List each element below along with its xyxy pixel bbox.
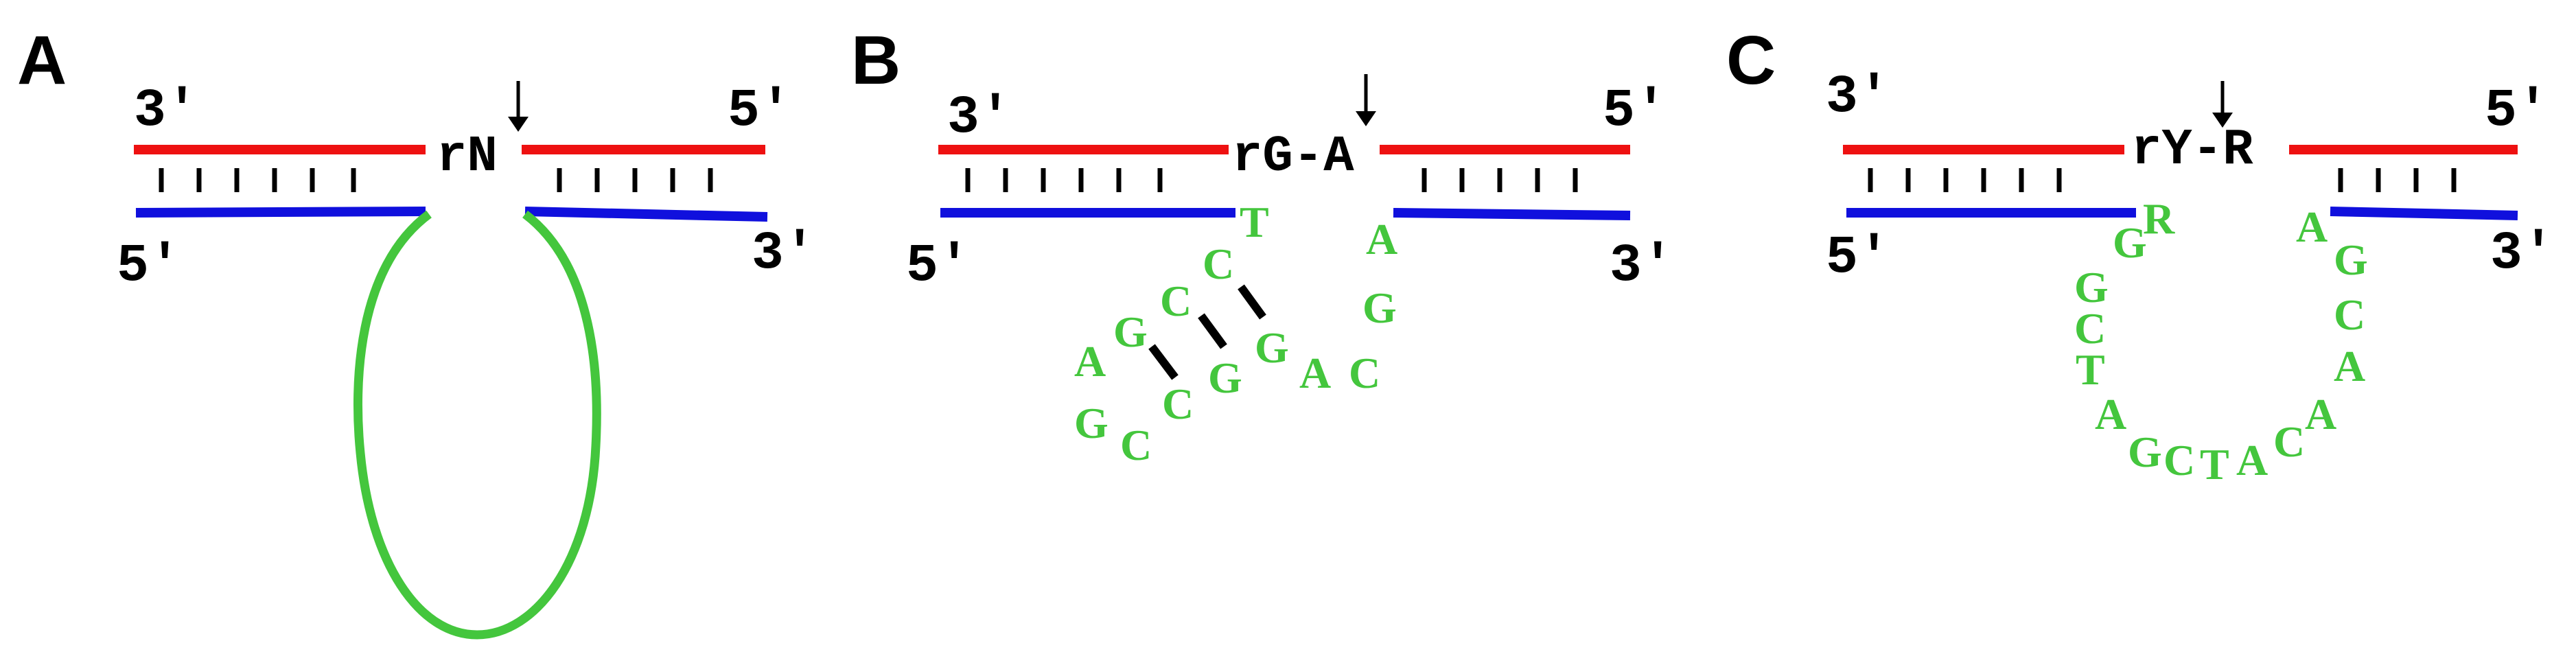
panel-c-top-right-end: 5' [2485, 81, 2549, 141]
panel-a-base-pairs-left [159, 168, 356, 192]
panel-b-top-right-end: 5' [1603, 81, 1667, 141]
panel-c: C 3' 5' 5' 3' rY-R R G [1726, 22, 2555, 489]
panel-b-internal-pairs [1148, 284, 1266, 380]
panel-b-base-pairs-left [965, 168, 1163, 192]
panel-b-loop-nt: G [1362, 283, 1397, 332]
panel-c-loop-nt: A [2334, 342, 2365, 390]
panel-a-bottom-right-end: 3' [752, 224, 816, 284]
panel-a-catalytic-loop [353, 210, 601, 640]
panel-a-enzyme-arm-left [135, 207, 426, 218]
panel-c-loop-nt: A [2296, 202, 2328, 251]
panel-c-loop-nt: T [2076, 345, 2105, 394]
panel-b-label: B [851, 22, 901, 99]
panel-b-bottom-right-end: 3' [1610, 236, 1674, 296]
panel-c-loop-nt: C [2273, 417, 2305, 466]
panel-b-loop-nt: A [1366, 215, 1397, 264]
panel-b-loop-nt: G [1208, 353, 1242, 402]
panel-b-loop-nt: C [1120, 421, 1152, 469]
panel-c-loop-nt: C [2334, 290, 2365, 339]
panel-c-loop-nt: C [2163, 436, 2195, 485]
panel-c-bottom-right-end: 3' [2490, 224, 2555, 284]
panel-c-loop-nt: G [2113, 218, 2147, 267]
panel-b-cleavage-site: rG-A [1232, 128, 1354, 186]
panel-a-top-right-end: 5' [728, 81, 792, 141]
panel-b-loop-nt: A [1299, 349, 1331, 397]
panel-c-catalytic-loop: R G G C T A G C T A C A A C G A [2074, 194, 2368, 489]
panel-b-loop-nt: C [1203, 240, 1234, 288]
panel-c-cleavage-site: rY-R [2131, 121, 2253, 179]
panel-a-cleavage-site: rN [437, 128, 498, 186]
panel-a-cleavage-arrow-icon [508, 81, 529, 132]
panel-b-catalytic-loop: T C C G A G C C G G A C G A [1074, 198, 1397, 469]
panel-b-loop-nt: G [1113, 307, 1148, 356]
panel-c-label: C [1726, 22, 1776, 99]
panel-b-top-left-end: 3' [947, 88, 1012, 148]
panel-a-label: A [17, 22, 67, 99]
panel-c-loop-nt: A [2236, 436, 2268, 485]
panel-b-loop-nt: C [1349, 349, 1380, 397]
panel-c-loop-nt: A [2095, 390, 2126, 439]
panel-a: A 3' 5' 5' 3' rN [17, 22, 816, 640]
panel-c-loop-nt: G [2334, 235, 2368, 284]
panel-c-base-pairs-right [2338, 168, 2457, 192]
panel-b-bottom-left-end: 5' [906, 236, 971, 296]
panel-b-base-pairs-right [1422, 168, 1578, 192]
panel-c-top-left-end: 3' [1826, 67, 1890, 128]
panel-b-cleavage-arrow-icon [1356, 74, 1376, 126]
panel-c-bottom-left-end: 5' [1826, 228, 1890, 288]
panel-b-loop-nt: G [1255, 323, 1289, 372]
panel-a-enzyme-arm-right [524, 207, 768, 222]
panel-b-loop-nt: T [1240, 198, 1269, 246]
panel-c-loop-nt: A [2305, 390, 2336, 439]
panel-c-loop-nt: R [2143, 194, 2175, 243]
panel-c-loop-nt: G [2128, 428, 2162, 476]
panel-b-loop-nt: C [1162, 380, 1194, 428]
panel-c-loop-nt: C [2074, 304, 2106, 353]
panel-b-enzyme-arm-right [1393, 208, 1631, 220]
panel-c-loop-nt: G [2074, 263, 2109, 312]
panel-a-top-left-end: 3' [134, 81, 198, 141]
panel-c-cleavage-arrow-icon [2212, 81, 2233, 128]
panel-b-loop-nt: C [1160, 277, 1192, 325]
panel-a-bottom-left-end: 5' [117, 236, 181, 296]
panel-b-loop-nt: A [1074, 337, 1106, 386]
panel-b-loop-nt: G [1074, 399, 1109, 447]
panel-c-loop-nt: T [2200, 440, 2229, 489]
panel-c-base-pairs-left [1868, 168, 2062, 192]
panel-a-base-pairs-right [557, 168, 713, 192]
panel-b: B 3' 5' 5' 3' rG-A T [851, 22, 1674, 469]
panel-c-enzyme-arm-right [2330, 207, 2518, 220]
